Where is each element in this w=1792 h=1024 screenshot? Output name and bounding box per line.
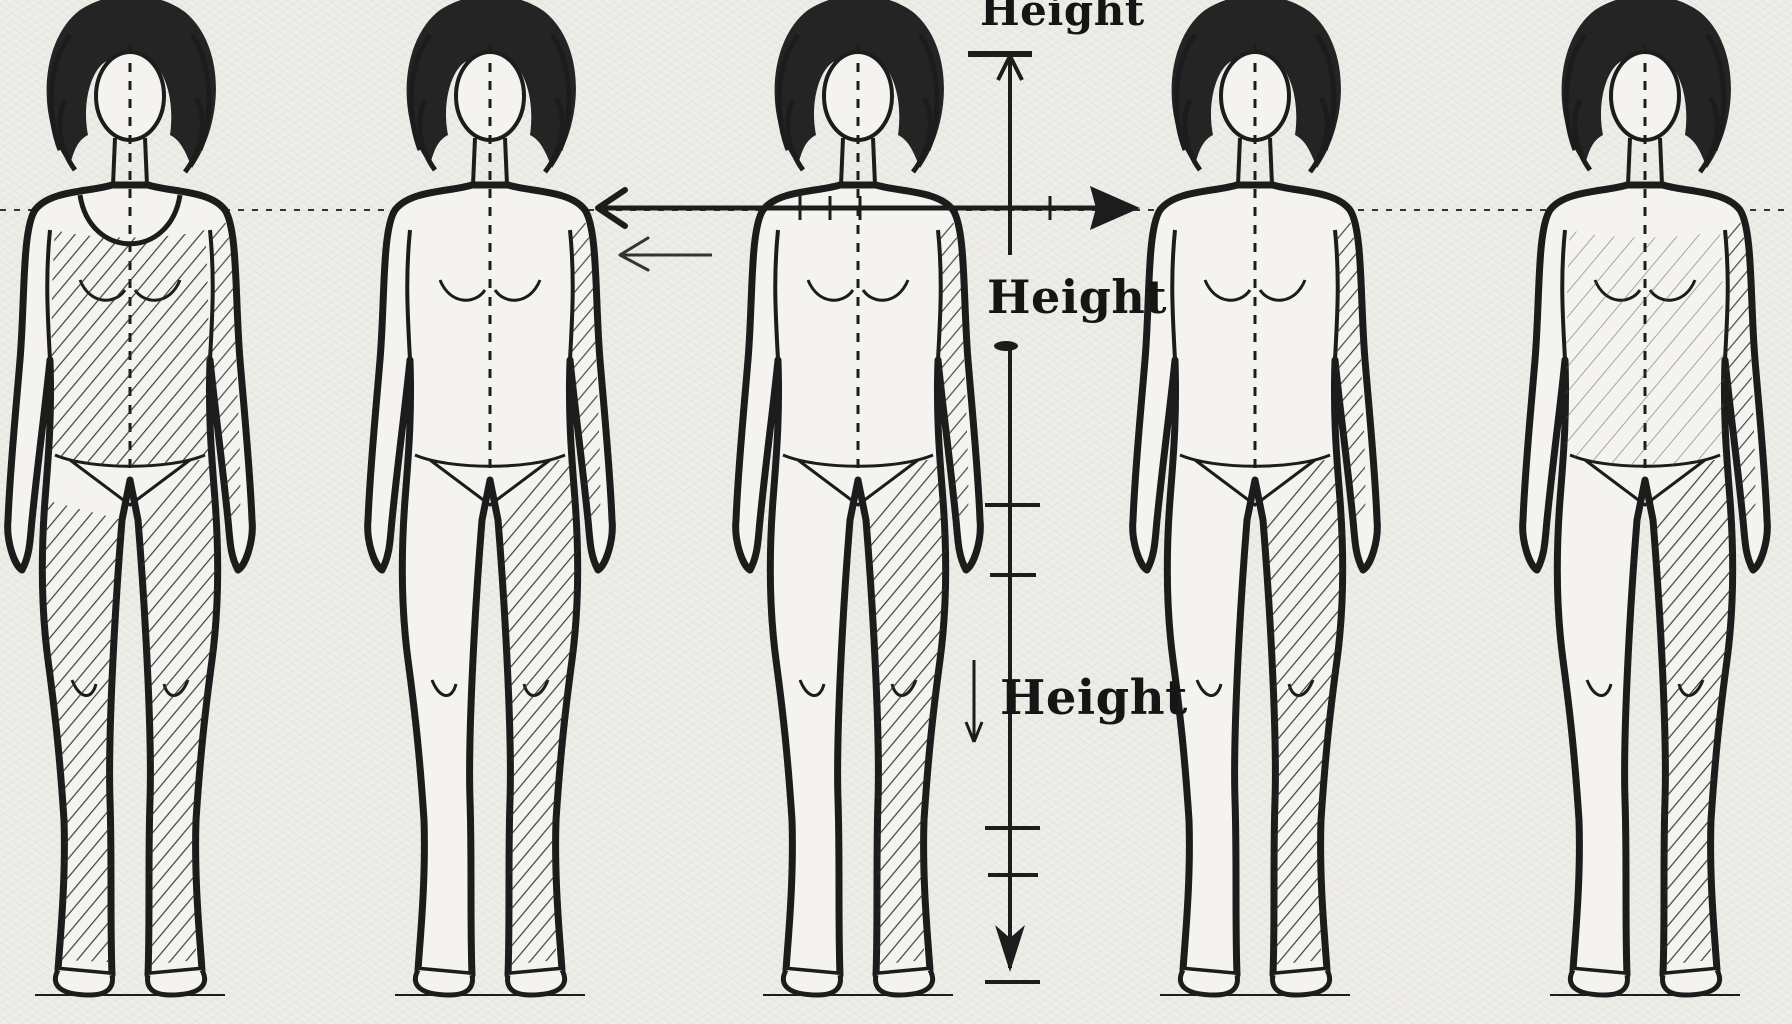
height-arrow-lower [985,341,1040,984]
width-arrow [595,186,1140,230]
small-down-arrow [964,660,984,743]
height-label-lower: Height [1000,670,1188,726]
height-arrow-top [968,51,1032,255]
figure-2 [368,0,613,995]
figure-3 [736,0,981,995]
figure-4 [1133,0,1378,995]
small-left-arrow [618,236,712,272]
height-label-top: Height [980,0,1145,35]
height-label-middle: Height [987,270,1168,324]
figure-5 [1523,0,1768,995]
figure-1 [8,0,253,995]
